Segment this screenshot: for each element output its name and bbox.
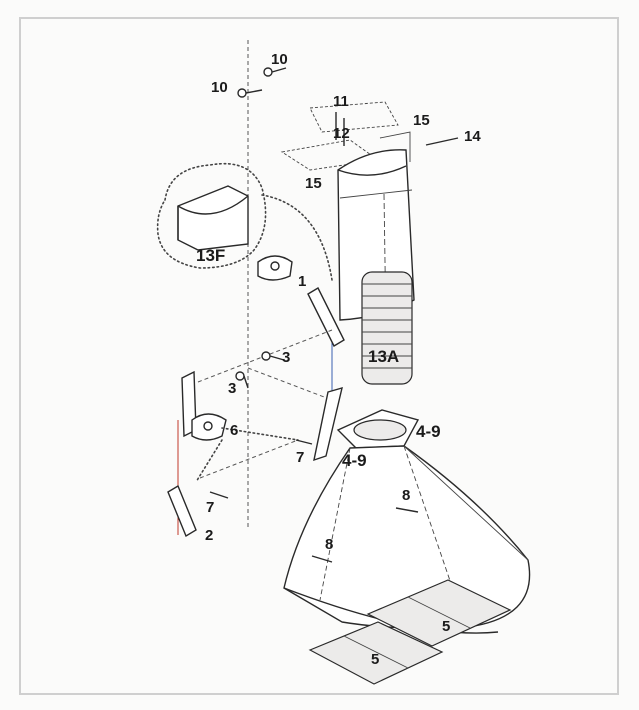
callout-8-a: 8 (402, 487, 410, 504)
top-bracket (280, 101, 399, 171)
filter-left-divider (343, 635, 409, 669)
callout-1: 1 (298, 273, 306, 290)
lower-chimney-strip (313, 386, 343, 462)
screw-top-a (263, 67, 287, 77)
callout-10-a: 10 (271, 51, 288, 68)
callout-14: 14 (464, 128, 481, 145)
callout-4-9-b: 4-9 (342, 451, 367, 470)
bracket-leader-a (221, 427, 299, 441)
filter-right-divider (407, 596, 471, 629)
callout-15-a: 15 (413, 112, 430, 129)
wall-plug-lower (235, 371, 249, 389)
wall-plug-upper (261, 351, 285, 361)
callout-5-a: 5 (442, 618, 450, 635)
mount-bracket-part (191, 413, 227, 441)
callout-4-9-a: 4-9 (416, 422, 441, 441)
projection-c (199, 439, 299, 479)
deflector-leader (261, 194, 333, 281)
callout-7-a: 7 (296, 449, 304, 466)
callout-10-b: 10 (211, 79, 228, 96)
support-strip-left-lower (167, 484, 197, 538)
filter-left-part (308, 621, 444, 685)
callout-5-b: 5 (371, 651, 379, 668)
callout-7-b: 7 (206, 499, 214, 516)
hood-screw-right-part (395, 507, 419, 513)
upper-mount-bracket (257, 255, 293, 281)
screw-mid-part (295, 439, 313, 445)
side-screw (425, 137, 459, 146)
hood-collar (336, 409, 420, 449)
callout-12: 12 (333, 125, 350, 142)
callout-13f: 13F (196, 246, 225, 265)
screw-low-part (209, 491, 229, 499)
callout-2: 2 (205, 527, 213, 544)
deflector-detail (156, 162, 267, 269)
support-strip-upper-part (307, 287, 345, 347)
callout-8-b: 8 (325, 536, 333, 553)
hood-screw-left-part (311, 555, 333, 563)
callout-13a: 13A (368, 347, 399, 366)
callout-11: 11 (333, 93, 349, 110)
frame-border (19, 17, 619, 695)
projection-b (247, 367, 333, 401)
screw-top-b (237, 88, 263, 98)
bracket-leader-b (195, 439, 223, 483)
callout-15-b: 15 (305, 175, 322, 192)
callout-3-b: 3 (228, 380, 236, 397)
callout-6: 6 (230, 422, 238, 439)
duct-hose (361, 271, 413, 385)
callout-3-a: 3 (282, 349, 290, 366)
